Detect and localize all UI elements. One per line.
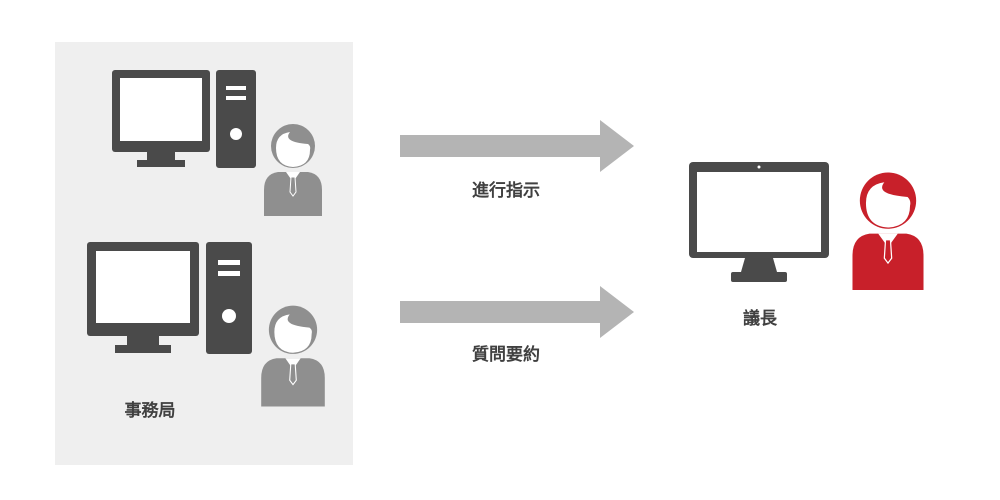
desktop-computer-icon: [112, 70, 256, 168]
chair-person-icon: [852, 172, 924, 290]
chair-label: 議長: [743, 309, 777, 329]
flow-label-question-summary: 質問要約: [472, 345, 540, 365]
office-label: 事務局: [124, 401, 176, 421]
arrow-right-icon: [400, 120, 634, 172]
staff-person-icon: [264, 124, 322, 216]
flow-label-instruction: 進行指示: [472, 181, 540, 201]
staff-person-icon: [261, 305, 325, 407]
arrow-right-icon: [400, 286, 634, 338]
desktop-computer-icon: [87, 242, 252, 354]
monitor-icon: [689, 162, 829, 282]
